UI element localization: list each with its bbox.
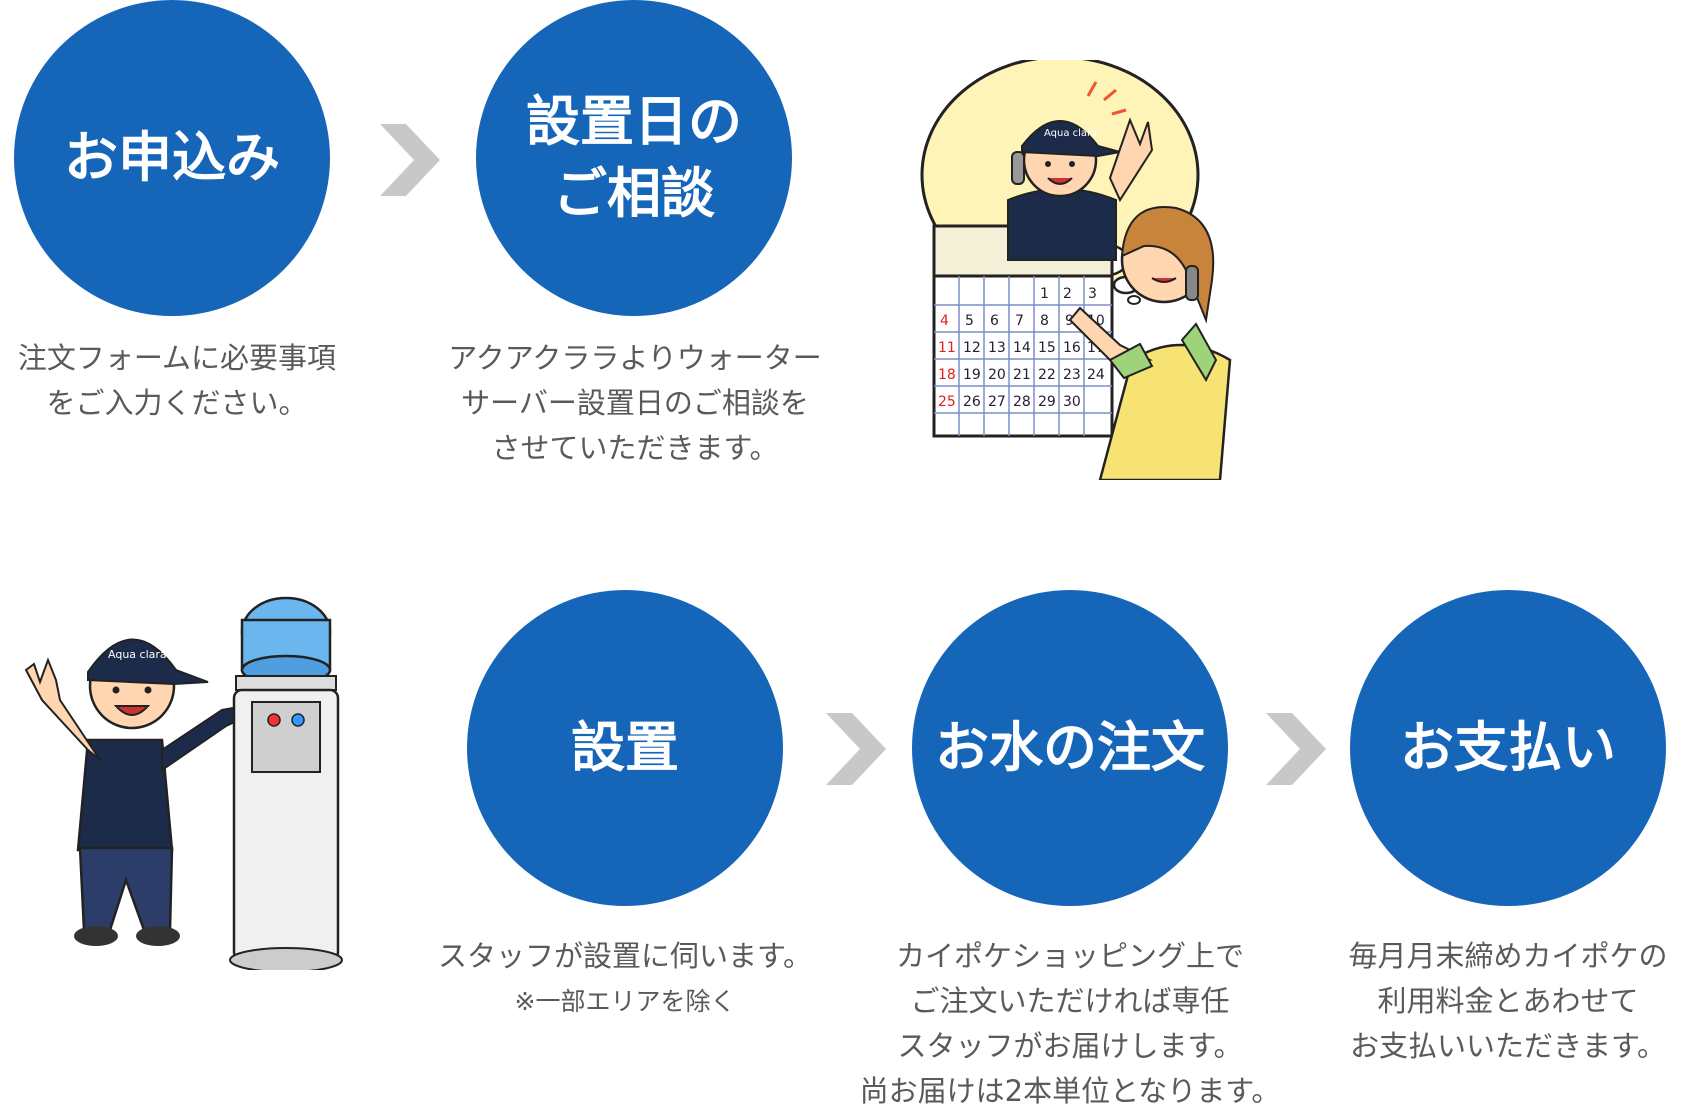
staff-on-phone-figure: Aqua clara [1007,81,1154,261]
step-3-circle: 設置 [467,590,783,906]
svg-text:16: 16 [1063,340,1081,356]
svg-text:3: 3 [1088,286,1097,302]
chevron-right-icon [1266,713,1326,785]
svg-text:26: 26 [963,394,981,410]
step-3-desc-line: スタッフが設置に伺います。 [437,939,813,973]
step-1-desc-line: 注文フォームに必要事項 [17,341,337,375]
step-3-note: ※一部エリアを除く [514,987,736,1016]
svg-text:27: 27 [988,394,1006,410]
svg-text:11: 11 [938,340,956,356]
step-1-title: お申込み [64,126,280,189]
step-1-description: 注文フォームに必要事項 をご入力ください。 [0,336,354,426]
step-5-circle: お支払い [1350,590,1666,906]
step-4-title: お水の注文 [935,716,1205,779]
step-5-title: お支払い [1400,716,1616,779]
step-2-desc-line: サーバー設置日のご相談を [461,386,809,420]
step-2-desc-line: アクアクララよりウォーター [448,341,822,375]
svg-text:8: 8 [1040,313,1049,329]
svg-text:21: 21 [1013,367,1031,383]
svg-text:30: 30 [1063,394,1081,410]
step-4-desc-line: 尚お届けは2本単位となります。 [859,1074,1281,1108]
svg-text:6: 6 [990,313,999,329]
step-4-circle: お水の注文 [912,590,1228,906]
step-4-desc-line: ご注文いただければ専任 [910,984,1230,1018]
svg-text:7: 7 [1015,313,1024,329]
svg-text:19: 19 [963,367,981,383]
step-2-title-line: 設置日の [526,90,742,153]
step-1-desc-line: をご入力ください。 [46,386,308,420]
step-5-description: 毎月月末締めカイポケの 利用料金とあわせて お支払いいただきます。 [1318,934,1698,1069]
chevron-right-icon [380,124,440,196]
svg-text:4: 4 [940,313,949,329]
step-2-circle: 設置日の ご相談 [476,0,792,316]
step-4-desc-line: スタッフがお届けします。 [897,1029,1243,1063]
step-4-desc-line: カイポケショッピング上で [895,939,1244,973]
step-5-desc-line: 毎月月末締めカイポケの [1348,939,1668,973]
step-3-title: 設置 [571,716,679,779]
svg-text:2: 2 [1063,286,1072,302]
svg-text:12: 12 [963,340,981,356]
svg-text:28: 28 [1013,394,1031,410]
cap-logo-text: Aqua clara [1044,128,1097,139]
step-5-desc-line: 利用料金とあわせて [1377,984,1639,1018]
phone-icon [1185,265,1199,301]
water-server-icon [229,596,343,970]
svg-text:29: 29 [1038,394,1056,410]
svg-text:1: 1 [1040,286,1049,302]
svg-text:15: 15 [1038,340,1056,356]
staff-water-server-illustration: Aqua clara [24,596,343,970]
svg-text:22: 22 [1038,367,1056,383]
svg-text:14: 14 [1013,340,1031,356]
step-2-title-line: ご相談 [553,162,715,225]
svg-text:9: 9 [1065,313,1074,329]
svg-text:24: 24 [1087,367,1105,383]
svg-text:23: 23 [1063,367,1081,383]
svg-text:25: 25 [938,394,956,410]
step-1-circle: お申込み [14,0,330,316]
svg-text:20: 20 [988,367,1006,383]
step-2-desc-line: させていただきます。 [491,431,779,465]
chevron-right-icon [826,713,886,785]
svg-text:5: 5 [965,313,974,329]
staff-figure: Aqua clara [24,638,250,946]
step-2-description: アクアクララよりウォーター サーバー設置日のご相談を させていただきます。 [420,336,850,471]
step-3-description: スタッフが設置に伺います。 ※一部エリアを除く [400,934,850,1024]
svg-text:18: 18 [938,367,956,383]
step-4-description: カイポケショッピング上で ご注文いただければ専任 スタッフがお届けします。 尚お… [850,934,1290,1114]
woman-on-phone-figure [1068,206,1232,480]
cap-logo-text: Aqua clara [108,648,167,661]
svg-text:13: 13 [988,340,1006,356]
step-5-desc-line: お支払いいただきます。 [1349,1029,1667,1063]
